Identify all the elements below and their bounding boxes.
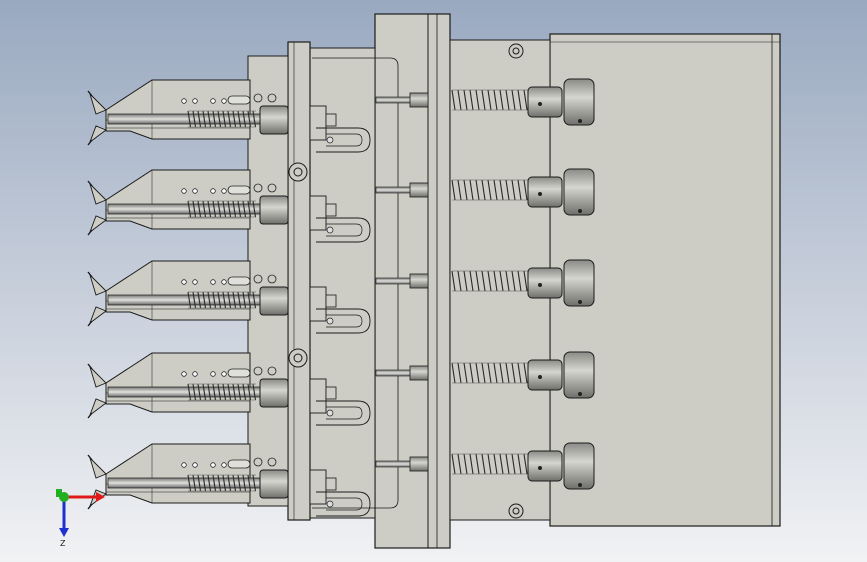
gripper-unit — [87, 78, 595, 153]
gripper-unit — [87, 259, 595, 334]
z-axis-label: Z — [60, 539, 66, 548]
coordinate-triad: Z — [56, 489, 105, 548]
gripper-unit — [87, 442, 595, 517]
inner-plate — [309, 47, 376, 519]
gripper-unit — [87, 168, 595, 243]
gripper-unit — [87, 351, 595, 426]
front-plate — [287, 41, 311, 521]
